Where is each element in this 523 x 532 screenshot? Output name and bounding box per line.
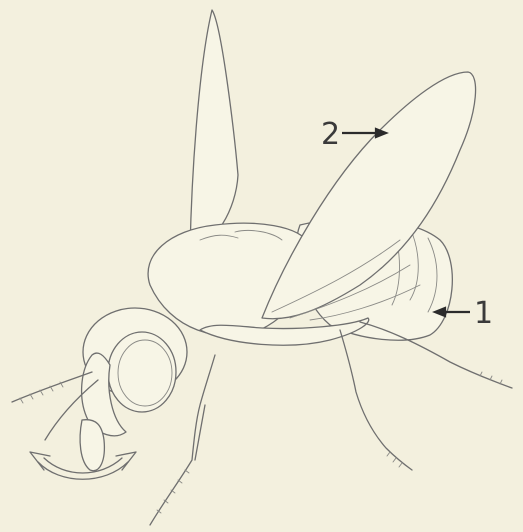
proboscis	[80, 420, 104, 471]
left-wing	[190, 10, 238, 250]
middle-leg-tarsus	[387, 452, 402, 467]
antenna-left	[12, 372, 92, 402]
label-2: 2	[321, 117, 340, 152]
label-1: 1	[474, 296, 493, 331]
hind-leg-tarsus	[480, 372, 502, 384]
middle-leg	[340, 330, 412, 470]
